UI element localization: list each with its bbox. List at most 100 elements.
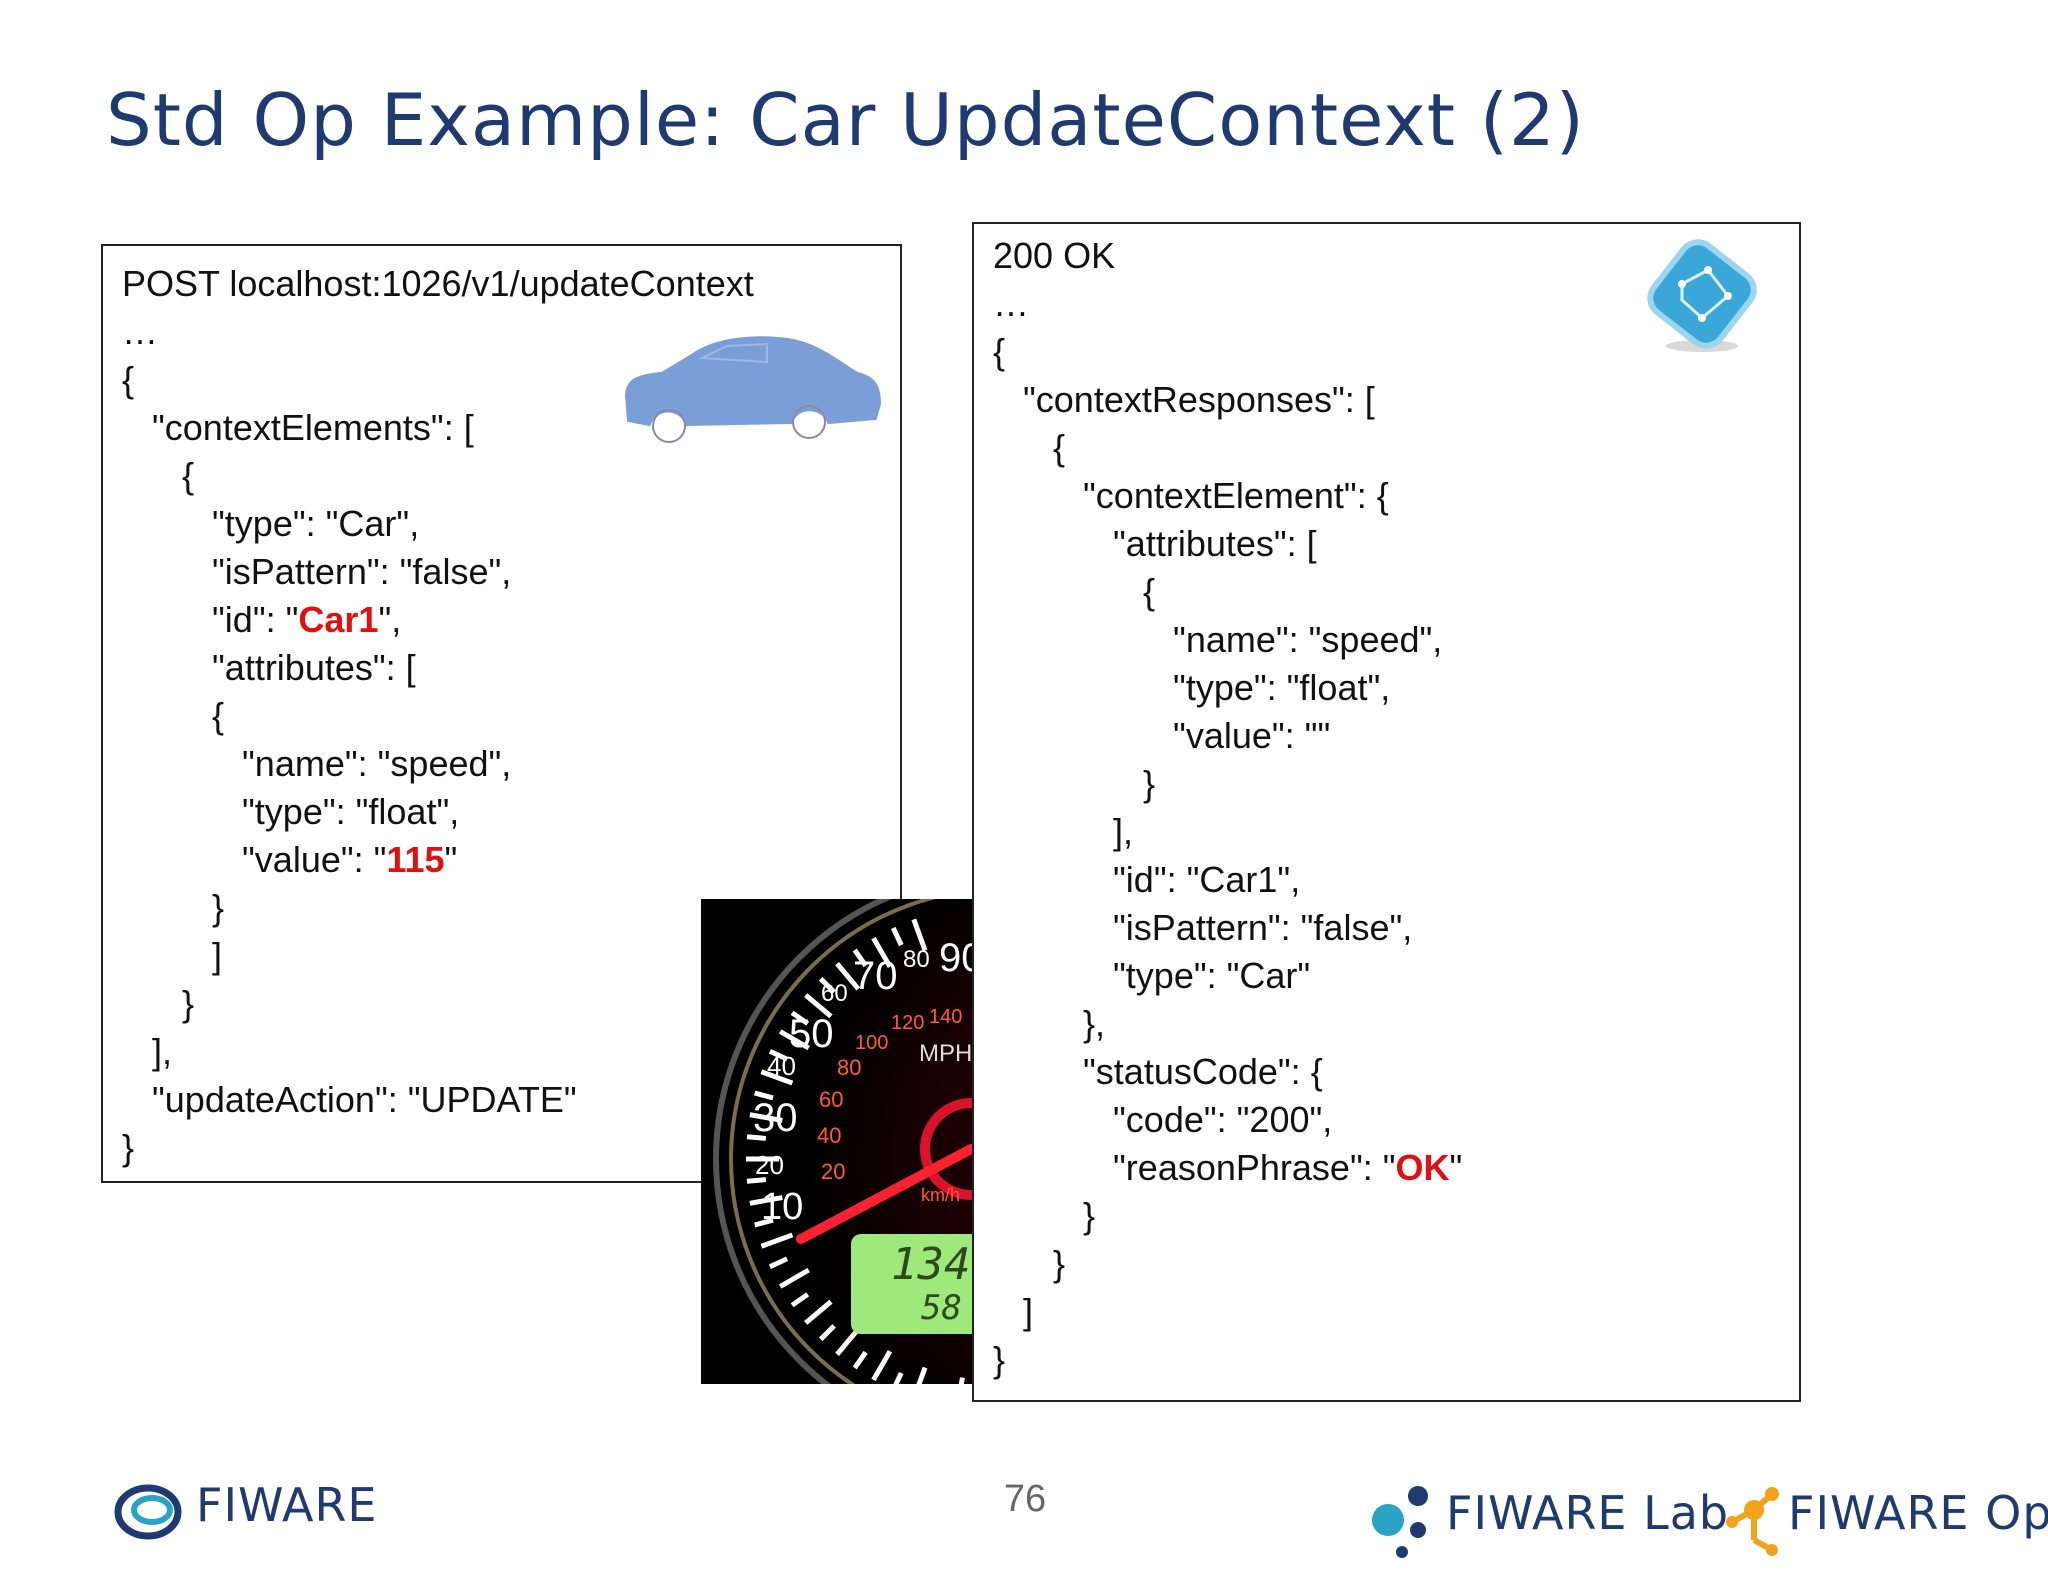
request-line: ], [122,1031,173,1072]
response-line: "contextElement": { [993,475,1389,516]
gauge-tick [749,1112,783,1123]
gauge-label-60: 60 [821,980,848,1007]
gauge-kmh-140: 140 [929,1006,962,1028]
gauge-kmh-80: 80 [837,1055,861,1080]
request-box: POST localhost:1026/v1/updateContext … { "… [101,244,902,1183]
gauge-label-20: 20 [755,1150,784,1180]
request-line: { [122,695,225,736]
fiware-lab-dots-icon [1372,1486,1428,1558]
request-line: "updateAction": "UPDATE" [122,1079,577,1120]
response-line: "attributes": [ [993,523,1317,564]
gauge-tick [804,993,833,1019]
response-line: } [993,1195,1096,1236]
gauge-tick [835,1327,861,1356]
gauge-tick [746,1177,767,1184]
speedometer-image: 10 20 30 40 50 60 70 80 90 20 40 60 80 1… [701,899,973,1384]
response-line: … [993,283,1029,324]
request-line: POST localhost:1026/v1/updateContext [122,263,754,304]
gauge-display-bottom: 58 [921,1288,962,1328]
response-line: } [993,1339,1006,1380]
request-line: "type": "Car", [122,503,420,544]
request-line: } [122,887,225,928]
gauge-kmh-20: 20 [821,1159,845,1184]
gauge-tick [754,1217,774,1228]
gauge-tick [768,1048,789,1062]
request-highlight-value: Car1 [298,599,379,640]
gauge-kmh-60: 60 [819,1087,843,1112]
gauge-label-70: 70 [853,954,898,998]
gauge-tick [958,1377,965,1384]
request-line: … [122,311,158,352]
request-line: "attributes": [ [122,647,416,688]
fiware-logo: FIWARE [114,1476,377,1546]
request-line-text: "value": " [122,839,387,880]
gauge-label-50: 50 [789,1012,834,1056]
response-line-text: "reasonPhrase": " [993,1147,1396,1188]
gauge-label-40: 40 [767,1051,796,1081]
response-line: "contextResponses": [ [993,379,1375,420]
gauge-tick [778,1029,810,1051]
request-line: "value": "115" [122,836,754,884]
gauge-tick [871,1350,893,1382]
response-line: { [993,571,1156,612]
response-line: "statusCode": { [993,1051,1323,1092]
response-line: ], [993,811,1134,852]
gem-icon [1647,239,1757,352]
gauge-tick [804,1299,833,1325]
request-code: POST localhost:1026/v1/updateContext … { "… [122,260,754,1172]
gauge-tick [852,1350,868,1370]
gauge-label-90: 90 [939,936,973,980]
gauge-tick [893,1371,904,1384]
fiware-logo-text: FIWARE [196,1478,378,1532]
gauge-tick [778,1267,810,1289]
response-line: "id": "Car1", [993,859,1301,900]
fiware-lab-logo: FIWARE Lab [1366,1480,1728,1560]
response-code: 200 OK…{ "contextResponses": [ { "contex… [993,232,1462,1384]
fiware-ops-nodes-icon [1726,1487,1779,1556]
gauge-tick [835,962,861,991]
gauge-tick [790,1010,810,1026]
gauge-tick [890,926,904,947]
request-line-text: "id": " [122,599,299,640]
fiware-ops-logo: FIWARE Ops [1724,1480,2048,1560]
gauge-tick [754,1090,774,1101]
gauge-tick [746,1134,767,1141]
gauge-unit-kmh: km/h [921,1185,960,1205]
response-line: "isPattern": "false", [993,907,1413,948]
request-line-text: " [444,839,458,880]
gauge-tick [871,936,893,968]
fiware-ops-logo-text: FIWARE Ops [1788,1486,2048,1540]
gauge-tick [818,976,836,994]
response-line: "type": "Car" [993,955,1311,996]
response-line: { [993,427,1066,468]
response-line: } [993,763,1156,804]
gauge-kmh-100: 100 [855,1032,888,1054]
gauge-display-top: 134 [891,1239,970,1290]
request-line: "type": "float", [122,791,460,832]
page-number: 76 [1003,1478,1047,1520]
response-line: "reasonPhrase": "OK" [993,1144,1462,1192]
response-line: { [993,331,1006,372]
gauge-tick [852,948,868,968]
request-line: "contextElements": [ [122,407,474,448]
gauge-kmh-120: 120 [891,1012,924,1034]
request-line: } [122,983,195,1024]
response-line: } [993,1243,1066,1284]
request-line: { [122,455,195,496]
gauge-tick [916,1366,928,1384]
gauge-label-30: 30 [753,1096,798,1140]
gauge-kmh-40: 40 [817,1123,841,1148]
request-line: ] [122,935,223,976]
gauge-label-80: 80 [903,946,930,973]
response-line: ] [993,1291,1034,1332]
response-line: }, [993,1003,1106,1044]
gauge-tick [911,918,928,952]
request-line-text: ", [378,599,402,640]
response-line: "name": "speed", [993,619,1443,660]
response-box: 200 OK…{ "contextResponses": [ { "contex… [972,222,1801,1402]
response-line: "type": "float", [993,667,1391,708]
fiware-lab-logo-text: FIWARE Lab [1446,1486,1730,1540]
fiware-ops-text: FIWARE Ops [1788,1486,2048,1540]
gauge-label-10: 10 [761,1186,803,1228]
response-line: "value": "" [993,715,1331,756]
